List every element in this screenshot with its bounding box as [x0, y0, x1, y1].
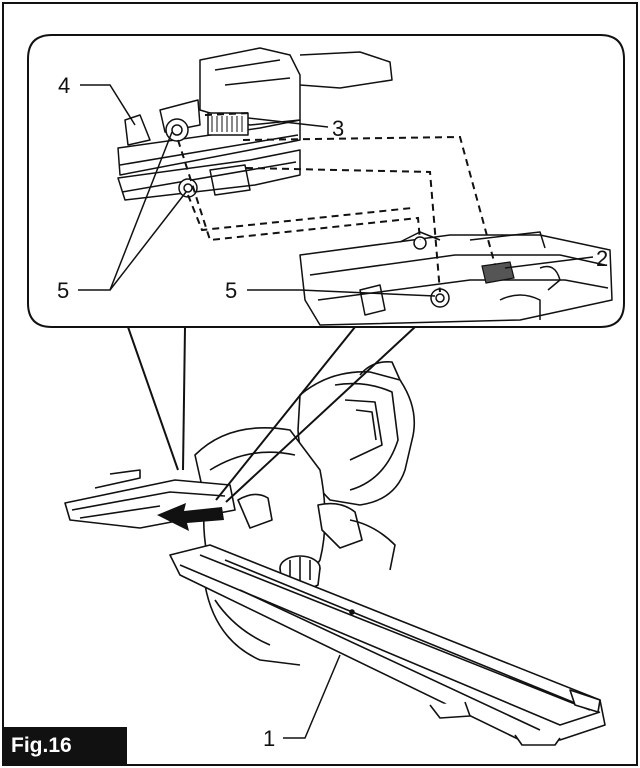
- spring-part: [207, 112, 249, 136]
- callout-4: 4: [58, 73, 70, 98]
- callout-3: 3: [332, 116, 344, 141]
- insertion-arrow: [157, 503, 224, 531]
- callout-5-center: 5: [225, 278, 237, 303]
- callout-2: 2: [596, 246, 608, 271]
- detail-upper-assembly: [117, 47, 393, 201]
- alignment-lines: [177, 112, 496, 293]
- callout-5-left: 5: [57, 278, 69, 303]
- figure-label: Fig.16: [3, 727, 127, 765]
- leader-lines: [78, 84, 594, 739]
- magazine: [169, 544, 606, 746]
- detail-lower-assembly: [299, 231, 613, 326]
- callout-1: 1: [263, 726, 275, 751]
- zoom-lines: [127, 326, 416, 503]
